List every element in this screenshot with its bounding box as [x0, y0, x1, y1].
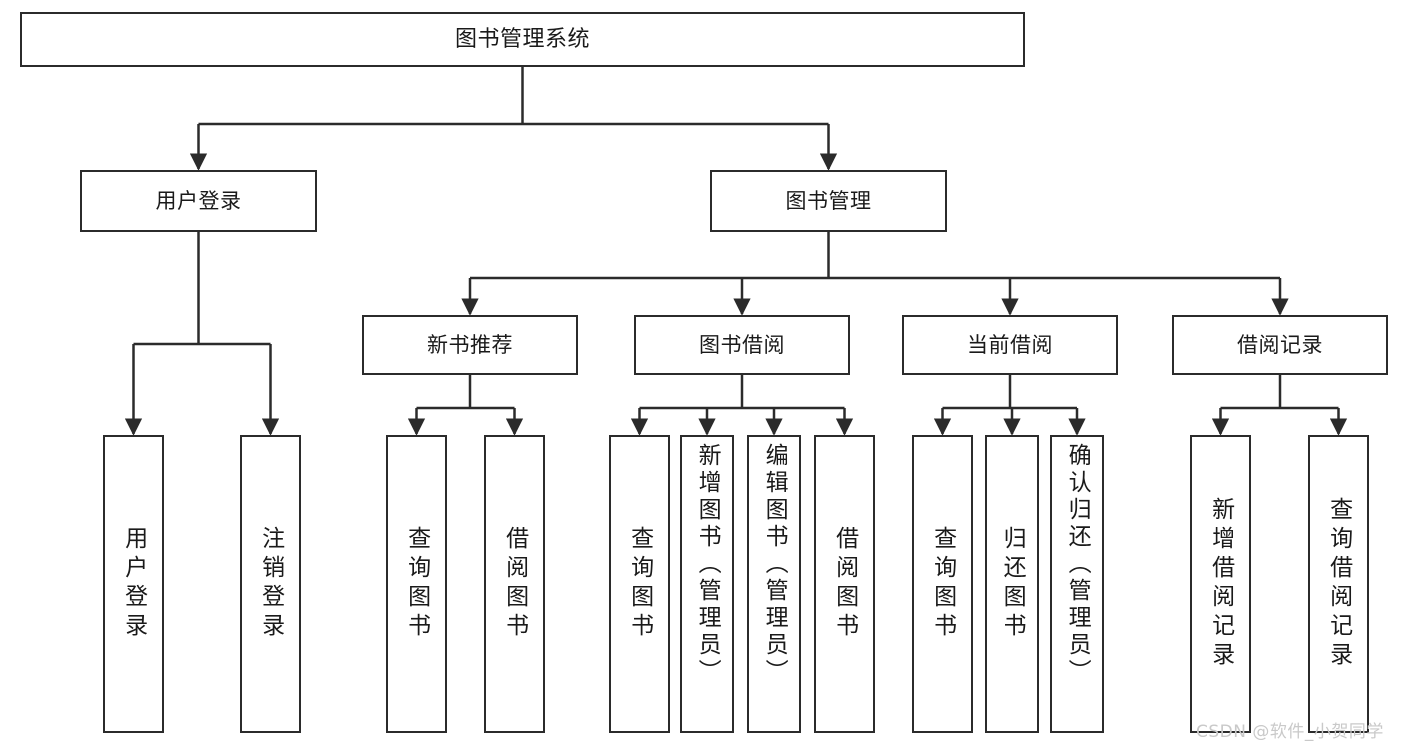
watermark-label: CSDN @软件_小贺同学	[1196, 722, 1384, 742]
node-user-login[interactable]: 用户登录	[80, 170, 317, 232]
node-leaf-query-record[interactable]: 查询借阅记录	[1308, 435, 1369, 733]
node-label: 归还图书	[999, 526, 1026, 642]
node-label: 图书管理	[785, 188, 872, 213]
node-label: 查询图书	[929, 526, 956, 642]
node-leaf-add-book[interactable]: 新增图书（管理员）	[680, 435, 734, 733]
node-book-manage[interactable]: 图书管理	[710, 170, 947, 232]
node-leaf-borrow-book[interactable]: 借阅图书	[814, 435, 875, 733]
node-label: 编辑图书（管理员）	[761, 443, 788, 686]
node-leaf-return-book[interactable]: 归还图书	[985, 435, 1039, 733]
node-label: 注销登录	[257, 526, 284, 642]
node-leaf-edit-book[interactable]: 编辑图书（管理员）	[747, 435, 801, 733]
node-root[interactable]: 图书管理系统	[20, 12, 1025, 67]
node-label: 新增借阅记录	[1207, 497, 1234, 671]
node-leaf-borrow-book-rec[interactable]: 借阅图书	[484, 435, 545, 733]
node-leaf-query-book-rec[interactable]: 查询图书	[386, 435, 447, 733]
node-book-borrow[interactable]: 图书借阅	[634, 315, 850, 375]
node-leaf-query-book-borrow[interactable]: 查询图书	[609, 435, 670, 733]
node-new-book-rec[interactable]: 新书推荐	[362, 315, 578, 375]
node-label: 图书借阅	[699, 332, 785, 357]
node-label: 当前借阅	[967, 332, 1053, 357]
node-leaf-logout[interactable]: 注销登录	[240, 435, 301, 733]
node-label: 确认归还（管理员）	[1064, 443, 1091, 686]
node-label: 借阅记录	[1237, 332, 1323, 357]
node-borrow-records[interactable]: 借阅记录	[1172, 315, 1388, 375]
node-leaf-add-record[interactable]: 新增借阅记录	[1190, 435, 1251, 733]
node-leaf-query-current[interactable]: 查询图书	[912, 435, 973, 733]
node-leaf-confirm-return[interactable]: 确认归还（管理员）	[1050, 435, 1104, 733]
node-label: 借阅图书	[831, 526, 858, 642]
node-label: 查询图书	[626, 526, 653, 642]
node-label: 查询图书	[403, 526, 430, 642]
node-label: 借阅图书	[501, 526, 528, 642]
node-label: 图书管理系统	[454, 26, 590, 52]
node-label: 查询借阅记录	[1325, 497, 1352, 671]
node-label: 用户登录	[155, 188, 242, 213]
node-label: 新书推荐	[427, 332, 513, 357]
node-leaf-user-login[interactable]: 用户登录	[103, 435, 164, 733]
node-label: 新增图书（管理员）	[694, 443, 721, 686]
node-current-borrow[interactable]: 当前借阅	[902, 315, 1118, 375]
node-label: 用户登录	[120, 526, 147, 642]
